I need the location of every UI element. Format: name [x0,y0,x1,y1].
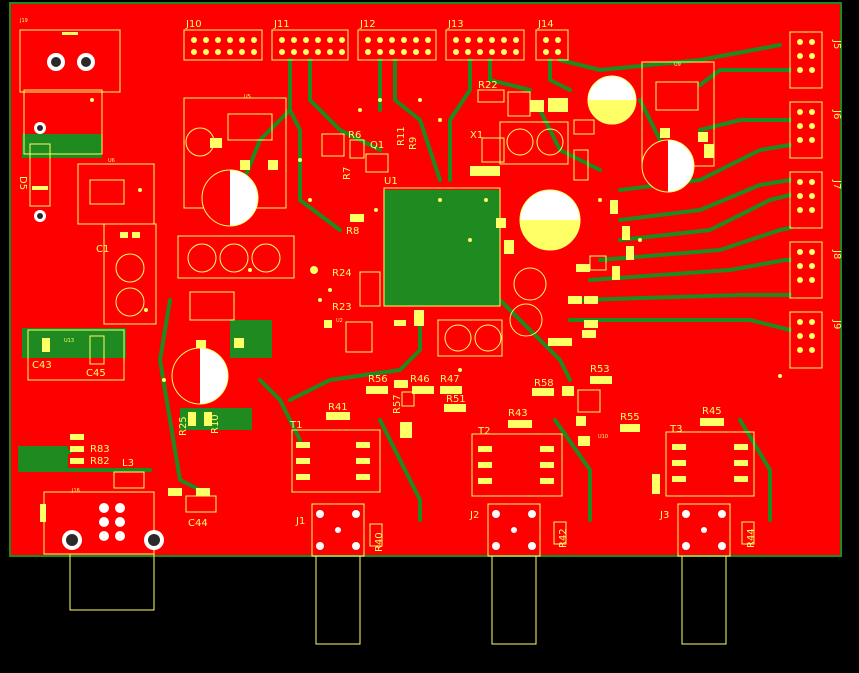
connector-label: J9 [831,319,842,329]
jack-label: J1 [295,516,305,527]
board-outline [9,2,842,557]
j16-label: J16 [71,488,80,494]
r22-label: R22 [478,80,498,91]
diode-d5: D5 [17,122,51,222]
header-label: J11 [273,19,290,30]
r43-label: R43 [508,408,528,419]
u1-label: U1 [384,176,398,187]
connector-j7: J7 [789,171,842,229]
oscillator-area: R22 X1 [470,75,637,337]
u2-label: U2 [336,318,343,324]
resistor-row: R56 R46 R47 R57 R51 R58 R53 U10 R55 [366,364,640,446]
r53-label: R53 [590,364,610,375]
header-j10: J10 [183,19,263,61]
regulator-u6: U6 C1 [77,158,157,325]
regulator-u9: U9 [641,61,715,193]
r23-label: R23 [332,302,352,313]
d5-label: D5 [17,176,28,190]
connector-j9: J9 [789,311,842,369]
r41-label: R41 [328,402,348,413]
connector-label: J5 [831,39,842,49]
header-label: J10 [185,19,202,30]
jack-j3: J3 R44 [659,503,757,645]
x1-label: X1 [470,130,483,141]
u6-label: U6 [108,158,115,164]
transformer-t2: R43 T2 [471,408,563,497]
jack-label: J2 [469,510,479,521]
u9-label: U9 [674,62,681,68]
r7-label: R7 [342,167,353,180]
r82-label: R82 [90,456,110,467]
r51-label: R51 [446,394,466,405]
connector-j6: J6 [789,101,842,159]
connector-j5: J5 [789,31,842,89]
header-j12: J12 [357,19,437,61]
regulator-u5: U5 [183,94,287,227]
transformer-t1: R41 T1 [289,402,381,493]
r46-label: R46 [410,374,430,385]
connector-label: J6 [831,109,842,119]
connector-label: J8 [831,249,842,259]
r56-label: R56 [368,374,388,385]
c43-label: C43 [32,360,52,371]
transformer-t3: R45 T3 [652,406,755,497]
u5-label: U5 [244,94,251,100]
r40-label: R40 [374,532,385,552]
j19-label: J19 [19,18,28,24]
analog-parts [548,200,634,346]
mcu-area: R6 Q1 R11 R9 R7 U1 R8 R24 R23 U2 [310,126,503,357]
transformer-label: T1 [289,420,302,431]
r57-label: R57 [392,394,403,414]
r42-label: R42 [558,528,569,548]
c1-label: C1 [96,244,109,255]
header-j11: J11 [271,19,349,61]
jack-j2: J2 R42 [469,503,569,645]
r6-label: R6 [348,130,361,141]
r55-label: R55 [620,412,640,423]
c45-label: C45 [86,368,106,379]
jack-j1: J1 R40 [295,503,385,645]
power-connector-j19: J19 [19,18,121,93]
u10-label: U10 [598,434,608,440]
header-label: J13 [447,19,464,30]
r24-label: R24 [332,268,352,279]
r10-label: R10 [210,414,221,434]
via-field [90,98,782,382]
r45-label: R45 [702,406,722,417]
transformer-label: T2 [477,426,490,437]
jack-label: J3 [659,510,669,521]
r9-label: R9 [408,137,419,150]
connector-j8: J8 [789,241,842,299]
r47-label: R47 [440,374,460,385]
r8-label: R8 [346,226,359,237]
power-caps: R25 R10 [171,235,295,436]
input-section: R83 R82 L3 J16 C44 [40,434,217,611]
header-j14: J14 [535,19,569,61]
header-j13: J13 [445,19,525,61]
u13-label: U13 [64,338,74,344]
header-label: J12 [359,19,376,30]
r11-label: R11 [396,126,407,146]
r83-label: R83 [90,444,110,455]
c44-label: C44 [188,518,208,529]
filter-section: C43 C45 U13 [27,329,125,381]
connector-label: J7 [831,179,842,189]
l3-label: L3 [122,458,134,469]
transformer-label: T3 [669,424,682,435]
r44-label: R44 [746,528,757,548]
r25-label: R25 [178,416,189,436]
header-label: J14 [537,19,554,30]
r58-label: R58 [534,378,554,389]
q1-label: Q1 [370,140,384,151]
